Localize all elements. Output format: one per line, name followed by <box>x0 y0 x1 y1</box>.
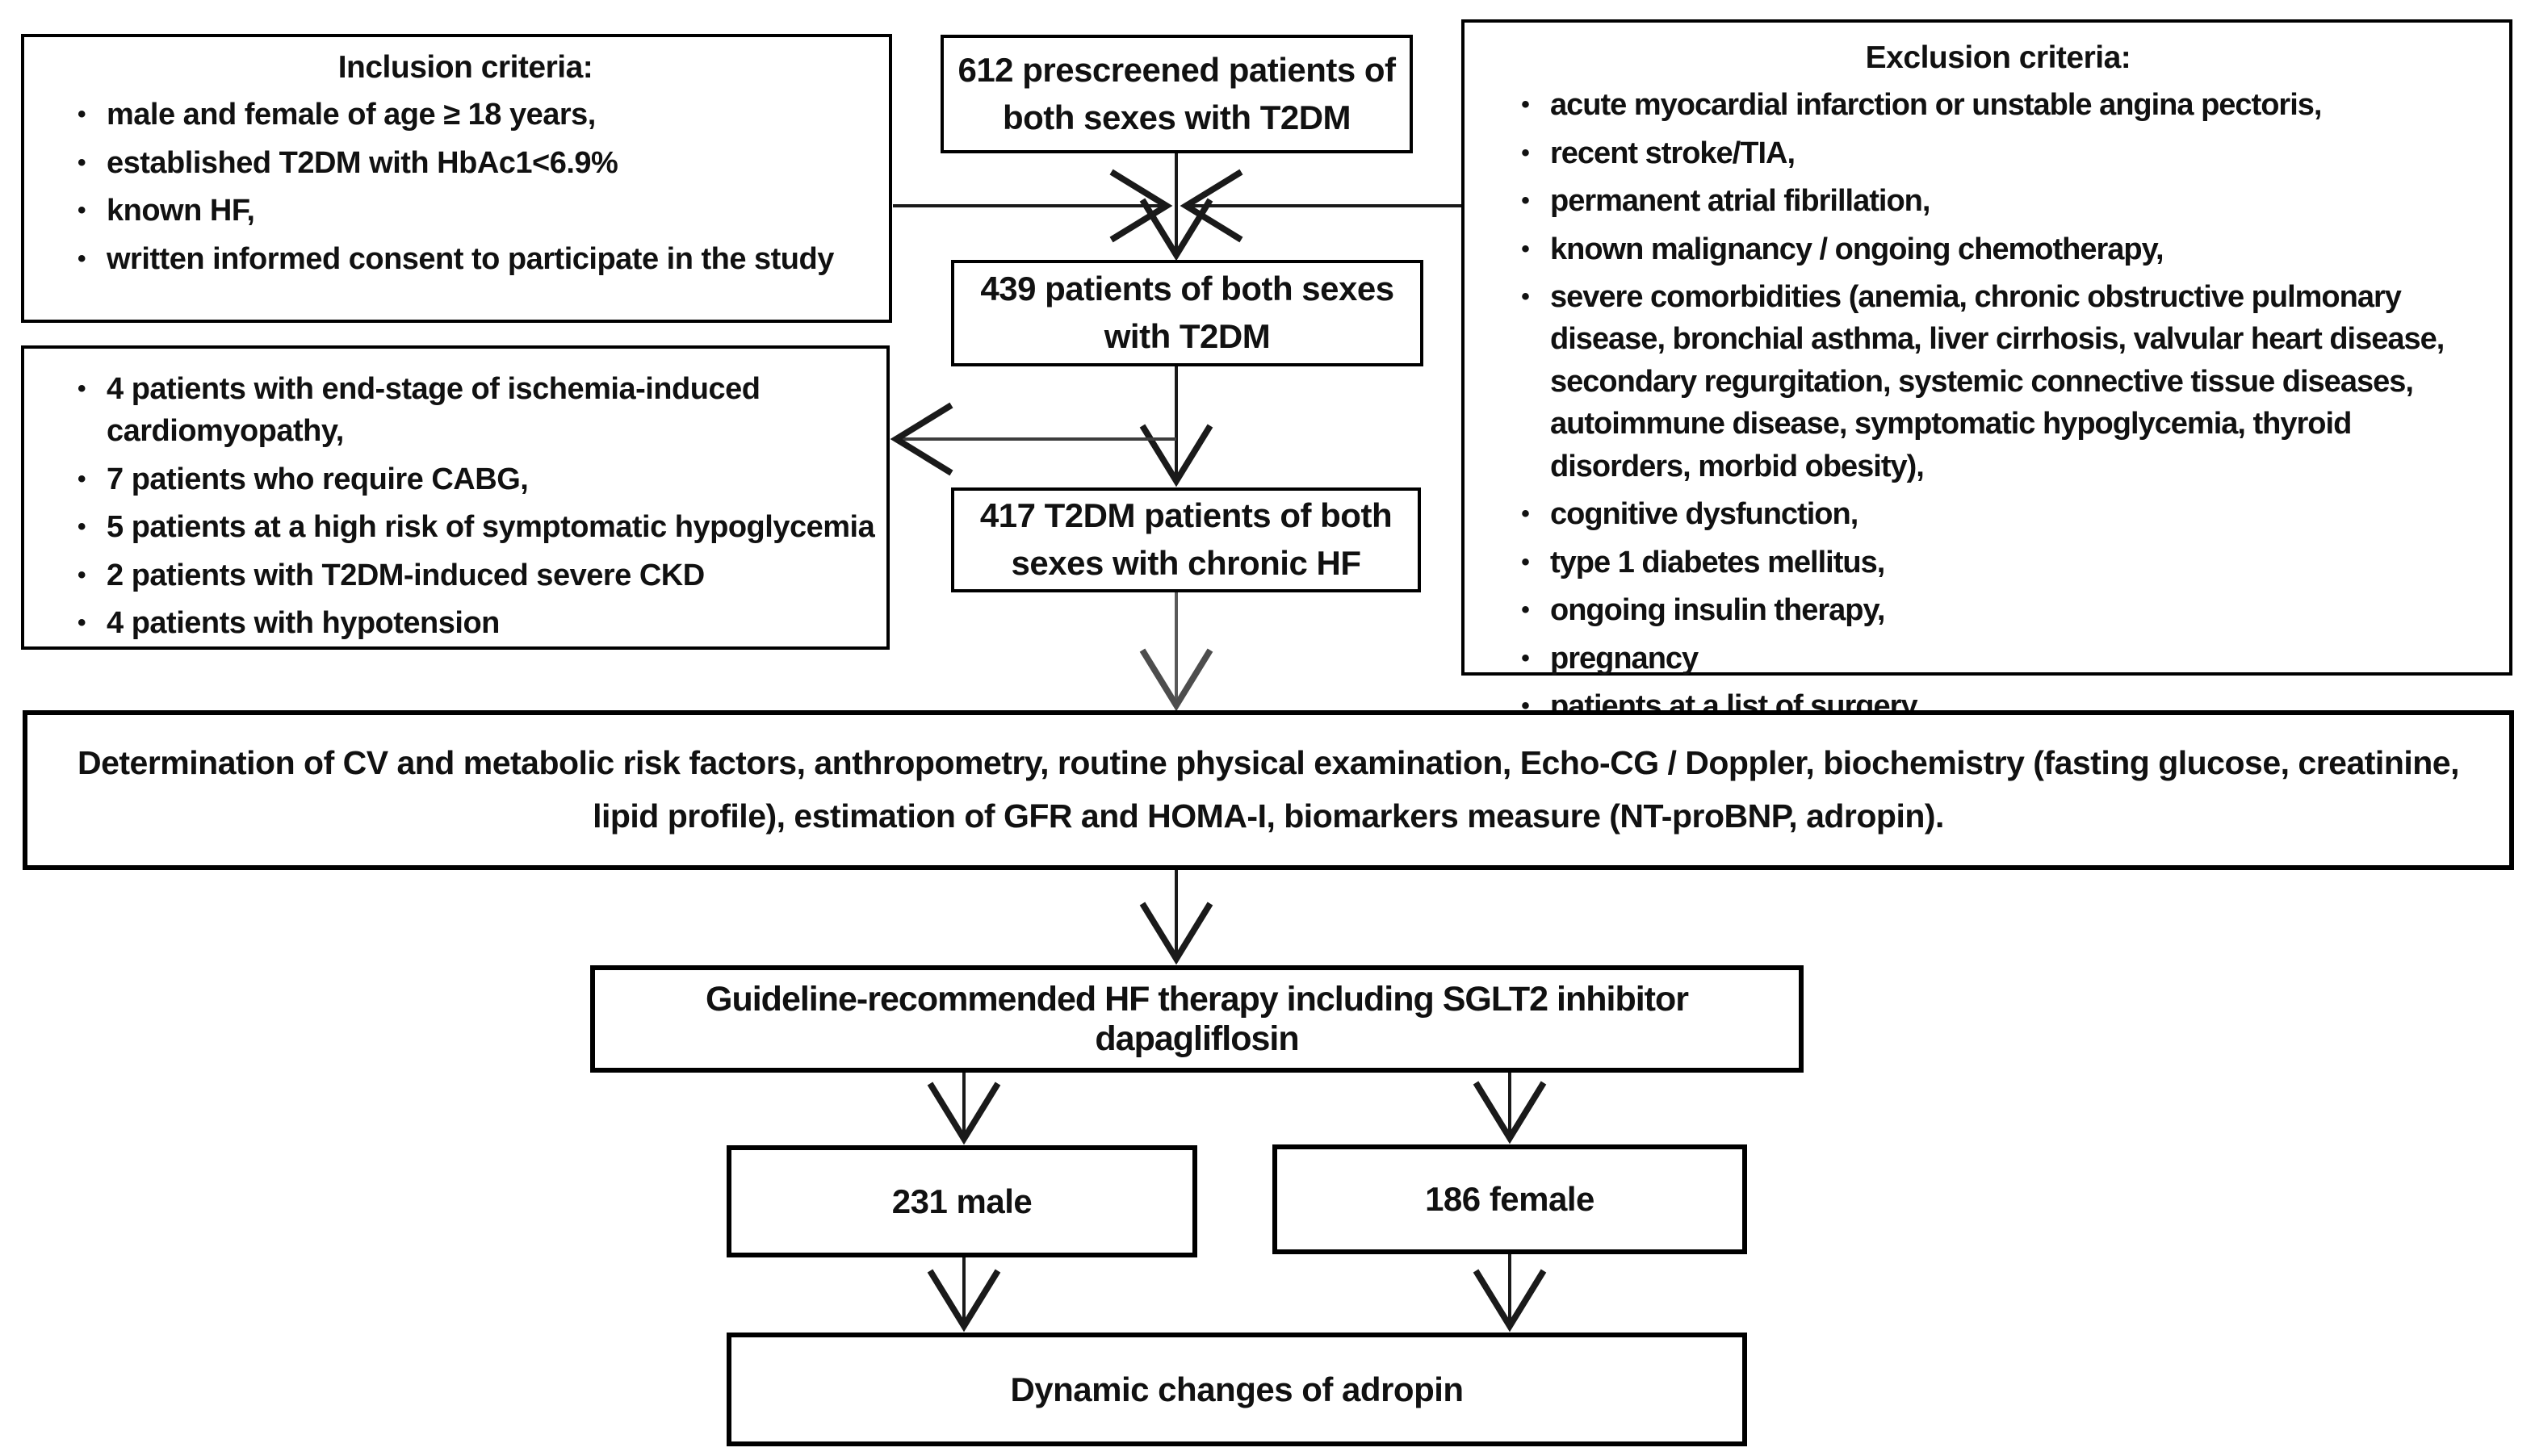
list-item-text: 7 patients who require CABG, <box>107 462 529 496</box>
list-item-text: acute myocardial infarction or unstable … <box>1550 88 2322 122</box>
list-item-text: established T2DM with HbAc1<6.9% <box>107 145 618 180</box>
bullet-icon: • <box>1521 692 1530 720</box>
patients-417-box: 417 T2DM patients of both sexes with chr… <box>951 487 1421 592</box>
list-item-text: known HF, <box>107 194 255 228</box>
exclusion-criteria-title: Exclusion criteria: <box>1865 40 2131 75</box>
bullet-icon: • <box>1521 548 1530 575</box>
list-item-text: permanent atrial fibrillation, <box>1550 184 1930 218</box>
excluded-patients-list: • 4 patients with end-stage of ischemia-i… <box>57 368 875 645</box>
list-item: • 4 patients with hypotension <box>57 602 875 645</box>
list-item-text: pregnancy <box>1550 641 1699 676</box>
list-item: • established T2DM with HbAc1<6.9% <box>57 142 874 185</box>
bullet-icon: • <box>1521 139 1530 166</box>
list-item: • written informed consent to participate… <box>57 238 874 281</box>
female-count-text: 186 female <box>1425 1180 1594 1218</box>
list-item: • recent stroke/TIA, <box>1500 132 2496 175</box>
list-item: • 5 patients at a high risk of symptomati… <box>57 506 875 549</box>
prescreened-patients-box: 612 prescreened patients of both sexes w… <box>941 35 1413 153</box>
list-item: • 2 patients with T2DM-induced severe CKD <box>57 554 875 597</box>
list-item: • severe comorbidities (anemia, chronic o… <box>1500 276 2496 487</box>
patients-439-box: 439 patients of both sexes with T2DM <box>951 260 1423 366</box>
patients-439-text: 439 patients of both sexes with T2DM <box>980 270 1394 355</box>
list-item-text: 5 patients at a high risk of symptomatic… <box>107 510 875 545</box>
bullet-icon: • <box>77 513 86 541</box>
guideline-therapy-text: Guideline-recommended HF therapy includi… <box>706 979 1689 1058</box>
guideline-therapy-box: Guideline-recommended HF therapy includi… <box>590 965 1804 1073</box>
inclusion-criteria-box: Inclusion criteria: • male and female of … <box>21 34 892 323</box>
list-item: • acute myocardial infarction or unstable… <box>1500 84 2496 127</box>
list-item: • 4 patients with end-stage of ischemia-i… <box>57 368 875 453</box>
list-item-text: 4 patients with hypotension <box>107 606 500 641</box>
list-item: • pregnancy <box>1500 638 2496 680</box>
bullet-icon: • <box>1521 644 1530 672</box>
bullet-icon: • <box>77 561 86 588</box>
list-item: • known malignancy / ongoing chemotherapy… <box>1500 228 2496 271</box>
exclusion-criteria-box: Exclusion criteria: • acute myocardial in… <box>1461 19 2512 723</box>
bullet-icon: • <box>1521 235 1530 262</box>
exclusion-criteria-list: • acute myocardial infarction or unstable… <box>1500 84 2496 728</box>
bullet-icon: • <box>77 465 86 492</box>
list-item-text: severe comorbidities (anemia, chronic ob… <box>1550 280 2445 483</box>
determination-text: Determination of CV and metabolic risk f… <box>77 744 2460 835</box>
list-item-text: type 1 diabetes mellitus, <box>1550 545 1885 579</box>
male-count-text: 231 male <box>891 1182 1033 1220</box>
bullet-icon: • <box>77 375 86 402</box>
list-item: • type 1 diabetes mellitus, <box>1500 542 2496 584</box>
bullet-icon: • <box>77 609 86 637</box>
list-item-text: 2 patients with T2DM-induced severe CKD <box>107 558 705 592</box>
dynamic-changes-box: Dynamic changes of adropin <box>727 1333 1747 1446</box>
prescreened-patients-text: 612 prescreened patients of both sexes w… <box>958 50 1396 136</box>
determination-box: Determination of CV and metabolic risk f… <box>23 710 2514 870</box>
list-item-text: male and female of age ≥ 18 years, <box>107 98 596 132</box>
bullet-icon: • <box>1521 187 1530 214</box>
patients-417-text: 417 T2DM patients of both sexes with chr… <box>979 496 1393 582</box>
list-item-text: ongoing insulin therapy, <box>1550 593 1885 628</box>
list-item-text: written informed consent to participate … <box>107 241 834 276</box>
bullet-icon: • <box>1521 596 1530 624</box>
list-item: • cognitive dysfunction, <box>1500 493 2496 536</box>
bullet-icon: • <box>1521 91 1530 118</box>
list-item: • known HF, <box>57 190 874 232</box>
list-item-text: recent stroke/TIA, <box>1550 136 1796 170</box>
list-item: • ongoing insulin therapy, <box>1500 589 2496 632</box>
excluded-patients-box: • 4 patients with end-stage of ischemia-i… <box>21 345 890 650</box>
bullet-icon: • <box>1521 500 1530 528</box>
bullet-icon: • <box>77 149 86 176</box>
bullet-icon: • <box>77 245 86 272</box>
male-count-box: 231 male <box>727 1145 1197 1257</box>
bullet-icon: • <box>77 197 86 224</box>
list-item: • male and female of age ≥ 18 years, <box>57 94 874 136</box>
dynamic-changes-text: Dynamic changes of adropin <box>1010 1370 1464 1408</box>
bullet-icon: • <box>1521 283 1530 310</box>
list-item: • 7 patients who require CABG, <box>57 458 875 501</box>
bullet-icon: • <box>77 101 86 128</box>
inclusion-criteria-list: • male and female of age ≥ 18 years, • est… <box>57 94 874 280</box>
list-item-text: known malignancy / ongoing chemotherapy, <box>1550 232 2164 266</box>
inclusion-criteria-title: Inclusion criteria: <box>337 50 593 85</box>
list-item: • permanent atrial fibrillation, <box>1500 180 2496 223</box>
list-item-text: 4 patients with end-stage of ischemia-in… <box>107 372 761 449</box>
list-item-text: cognitive dysfunction, <box>1550 497 1858 532</box>
female-count-box: 186 female <box>1272 1144 1747 1254</box>
